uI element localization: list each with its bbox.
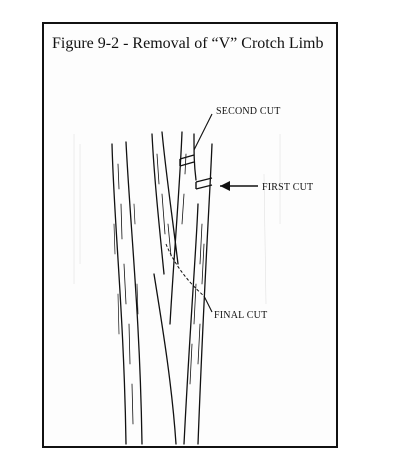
final-cut-leader xyxy=(204,296,212,312)
tree-crotch-illustration: SECOND CUT FIRST CUT FINAL CUT xyxy=(44,24,340,450)
second-cut-mark xyxy=(180,155,194,166)
second-cut-leader xyxy=(194,114,212,150)
second-cut-label: SECOND CUT xyxy=(216,106,281,117)
figure-frame: Figure 9-2 - Removal of “V” Crotch Limb xyxy=(42,22,338,448)
first-cut-arrow xyxy=(220,181,258,191)
first-cut-label: FIRST CUT xyxy=(262,182,313,193)
final-cut-label: FINAL CUT xyxy=(214,310,267,321)
left-branch xyxy=(112,142,142,444)
v-crotch-limb xyxy=(154,132,212,444)
